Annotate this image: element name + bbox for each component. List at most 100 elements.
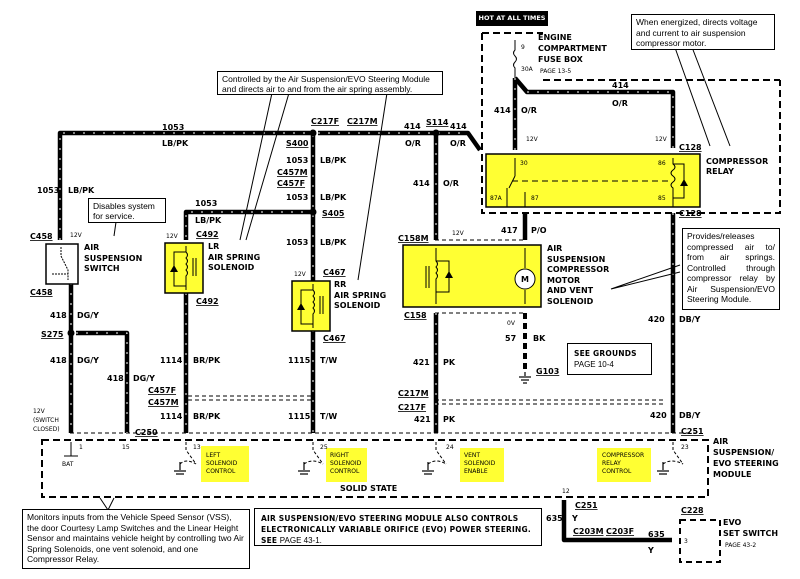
connector-c492-bottom: C492	[196, 297, 219, 306]
module-label: SUSPENSION/	[713, 448, 774, 457]
callout-module-control: Controlled by the Air Suspension/EVO Ste…	[217, 71, 443, 95]
compressor-control-label: COMPRESSOR	[602, 452, 644, 459]
connector-c467-top: C467	[323, 268, 346, 277]
wire-label: 1053	[195, 199, 217, 208]
splice-s400	[309, 129, 317, 137]
wire-label: 1115	[288, 412, 311, 421]
connector-c128-bottom: C128	[679, 209, 702, 218]
pin-label: 13	[193, 444, 201, 451]
ground-g103: G103	[536, 367, 559, 376]
motor-symbol: M	[521, 275, 529, 284]
wire-color: O/R	[521, 106, 537, 115]
voltage-label: 12V	[294, 271, 307, 278]
wire-color: DG/Y	[77, 356, 99, 365]
voltage-label: 12V	[452, 230, 465, 237]
rr-solenoid-label: RR	[334, 280, 346, 289]
wire-color: Y	[647, 546, 654, 555]
right-control-label: SOLENOID	[330, 460, 362, 467]
switch-closed-label: (SWITCH	[33, 417, 59, 424]
switch-label: SWITCH	[84, 264, 120, 273]
compressor-label: MOTOR	[547, 276, 580, 285]
fuse-rating: 30A	[521, 66, 534, 73]
callout-module-monitor: Monitors inputs from the Vehicle Speed S…	[22, 509, 250, 569]
connector-c457m-lower: C457M	[148, 398, 179, 407]
wire-label: 418	[107, 374, 124, 383]
relay-pin: 87	[531, 195, 539, 202]
wire-414-fuse	[513, 76, 676, 148]
wire-label: 1114	[160, 412, 183, 421]
splice-s275	[67, 329, 75, 337]
bat-label: BAT	[62, 461, 74, 468]
relay-pin: 30	[520, 160, 528, 167]
wire-label: 421	[413, 358, 430, 367]
callout-leaders	[99, 41, 731, 511]
wire-color: DG/Y	[77, 311, 99, 320]
motor-icon	[514, 268, 536, 290]
air-suspension-switch	[45, 243, 79, 285]
splices	[67, 129, 440, 337]
vent-solenoid-coil-icon	[425, 248, 526, 304]
wire-color: O/R	[450, 139, 466, 148]
splice-s405	[309, 208, 317, 216]
wire-color: T/W	[320, 356, 337, 365]
left-control-label: SOLENOID	[206, 460, 238, 467]
connector-c217f-lower: C217F	[398, 403, 426, 412]
compressor-label: COMPRESSOR	[547, 265, 609, 274]
wire-color: O/R	[612, 99, 628, 108]
connector-c458-top: C458	[30, 232, 53, 241]
wire-color: BR/PK	[193, 356, 221, 365]
wire-label: 417	[501, 226, 518, 235]
module-boundary	[41, 439, 709, 498]
connector-c458-bottom: C458	[30, 288, 53, 297]
pin-label: 24	[446, 444, 454, 451]
fuse-box-line1: ENGINE	[538, 33, 572, 42]
compressor-label: AND VENT	[547, 286, 594, 295]
splice-s114-label: S114	[426, 118, 449, 127]
relay-diode-icon	[680, 179, 688, 186]
wire-label: 1053	[286, 193, 308, 202]
connector-c217m-lower: C217M	[398, 389, 429, 398]
vent-diode-icon	[445, 271, 453, 278]
wire-color: LB/PK	[320, 193, 347, 202]
evo-note-see: SEE	[261, 536, 278, 545]
voltage-label: 12V	[655, 136, 668, 143]
connector-c158m: C158M	[398, 234, 429, 243]
compressor-label: SUSPENSION	[547, 255, 605, 264]
fuse-box-boundary	[481, 32, 781, 214]
splice-s400-label: S400	[286, 139, 309, 148]
wire-color: O/R	[405, 139, 421, 148]
wire-label: 414	[494, 106, 511, 115]
switch-label: SUSPENSION	[84, 254, 142, 263]
compressor-label: AIR	[547, 244, 562, 253]
connector-c203m: C203M	[573, 527, 604, 536]
callout-relay: When energized, directs voltage and curr…	[631, 14, 775, 50]
splice-s114	[432, 129, 440, 137]
connector-c228: C228	[681, 506, 704, 515]
wire-color: O/R	[443, 179, 459, 188]
wire-1053-top	[57, 130, 310, 240]
hot-at-all-times-badge: HOT AT ALL TIMES	[476, 11, 548, 26]
rr-air-spring-solenoid	[291, 280, 331, 332]
right-control-label: CONTROL	[330, 468, 360, 475]
vent-control-label: VENT	[464, 452, 480, 459]
wire-color: T/W	[320, 412, 337, 421]
wire-label: 421	[414, 415, 431, 424]
module-label: EVO STEERING	[713, 459, 779, 468]
wire-label: 57	[505, 334, 516, 343]
splice-s275-label: S275	[41, 330, 64, 339]
callout-disable: Disables system for service.	[88, 198, 166, 223]
wire-color: DG/Y	[133, 374, 155, 383]
wire-label: 635	[648, 530, 665, 539]
connector-c128-top: C128	[679, 143, 702, 152]
callout-compressor: Provides/releases compressed air to/ fro…	[682, 228, 780, 310]
fuse-box-line2: COMPARTMENT	[538, 44, 607, 53]
evo-note-page: PAGE 43-1.	[279, 536, 322, 545]
wire-635	[561, 500, 672, 543]
relay-internals	[506, 158, 685, 207]
pin-label: 15	[122, 444, 130, 451]
wire-1053-lr	[183, 209, 313, 240]
pin-label: 23	[681, 444, 689, 451]
wire-label: 1053	[37, 186, 59, 195]
wire-color: PK	[443, 415, 456, 424]
switch-contact-icon	[52, 247, 69, 280]
